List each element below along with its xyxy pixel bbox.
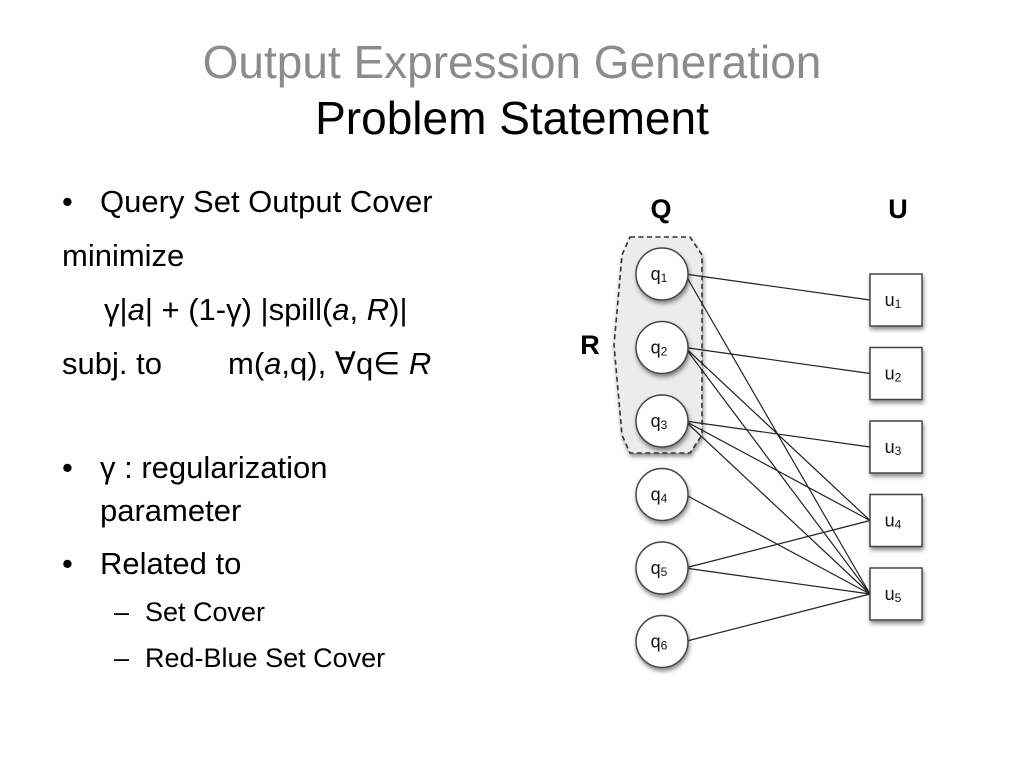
- edge-q3-u3: [684, 420, 871, 448]
- objective-var-R: R: [366, 292, 390, 327]
- sub-item-text: Red-Blue Set Cover: [145, 643, 386, 673]
- node-label-q4: q4: [651, 485, 668, 506]
- edge-q5-u4: [684, 519, 871, 569]
- bullet-text: parameter: [100, 493, 242, 528]
- bullet-text: Query Set Output Cover: [100, 184, 433, 219]
- label-Q: Q: [650, 194, 671, 224]
- edge-q1-u1: [684, 273, 871, 301]
- dash-icon: –: [114, 597, 130, 627]
- bullet-icon: •: [62, 184, 73, 219]
- constraint-label: subj. to: [62, 346, 162, 381]
- edge-q5-u5: [684, 567, 871, 595]
- slide-title: Output Expression Generation Problem Sta…: [0, 34, 1024, 146]
- node-u1: [869, 273, 923, 327]
- objective-var-a: a: [127, 292, 145, 327]
- node-label-u3: u3: [885, 437, 902, 458]
- node-label-u5: u5: [885, 584, 902, 605]
- edge-q6-u5: [684, 593, 871, 643]
- node-label-q3: q3: [651, 411, 668, 432]
- q-nodes-group: q1 q2 q3 q4 q5 q6: [635, 247, 689, 669]
- objective-part: γ|: [104, 292, 128, 327]
- dash-icon: –: [114, 643, 130, 673]
- bullet-text: γ : regularization: [100, 450, 328, 485]
- objective-part: )|: [389, 292, 408, 327]
- edges-group: [684, 273, 871, 643]
- bullet-text: Related to: [100, 546, 242, 581]
- node-label-q5: q5: [651, 558, 668, 579]
- node-u2: [869, 346, 923, 401]
- node-label-u4: u4: [885, 511, 902, 532]
- bipartite-graph-diagram: Q U R q1 q2 q3 q4 q5 q6 u1 u2 u3 u4 u5: [580, 194, 923, 669]
- objective-expression: γ|a| + (1-γ) |spill(a, R)|: [104, 292, 408, 328]
- edge-q2-u2: [684, 346, 871, 375]
- objective-part: | + (1-γ) |spill(: [144, 292, 333, 327]
- node-label-u1: u1: [885, 290, 902, 311]
- constraint-part: m(: [228, 346, 265, 381]
- constraint-var-R: R: [408, 346, 432, 381]
- objective-part: ,: [349, 292, 367, 327]
- node-u5: [869, 567, 923, 621]
- constraint-expression: m(a,q), ∀q∈ R: [228, 346, 431, 382]
- node-u3: [869, 420, 923, 474]
- node-q6: [635, 614, 689, 669]
- minimize-label: minimize: [62, 238, 185, 273]
- node-q4: [635, 467, 689, 522]
- node-u4: [869, 493, 923, 548]
- constraint-line: subj. to m(a,q), ∀q∈ R: [62, 346, 431, 382]
- node-label-q1: q1: [651, 264, 668, 285]
- bullet-icon: •: [62, 450, 73, 485]
- node-label-u2: u2: [885, 364, 902, 385]
- node-q2: [635, 320, 689, 375]
- title-line-2: Problem Statement: [315, 92, 709, 144]
- constraint-part: ,q), ∀q∈: [281, 346, 409, 381]
- u-nodes-group: u1 u2 u3 u4 u5: [869, 273, 923, 621]
- title-line-1: Output Expression Generation: [202, 36, 822, 88]
- node-q1: [635, 247, 689, 301]
- label-U: U: [888, 194, 908, 224]
- node-label-q2: q2: [651, 338, 668, 359]
- node-label-q6: q6: [651, 632, 668, 653]
- node-q5: [635, 541, 689, 595]
- label-R: R: [580, 330, 600, 360]
- node-q3: [635, 394, 689, 448]
- constraint-var-a: a: [264, 346, 282, 381]
- bullet-icon: •: [62, 546, 73, 581]
- objective-var-a: a: [332, 292, 350, 327]
- edge-q3-u5: [684, 420, 871, 595]
- edge-q3-u4: [684, 420, 871, 522]
- sub-item-text: Set Cover: [145, 597, 266, 627]
